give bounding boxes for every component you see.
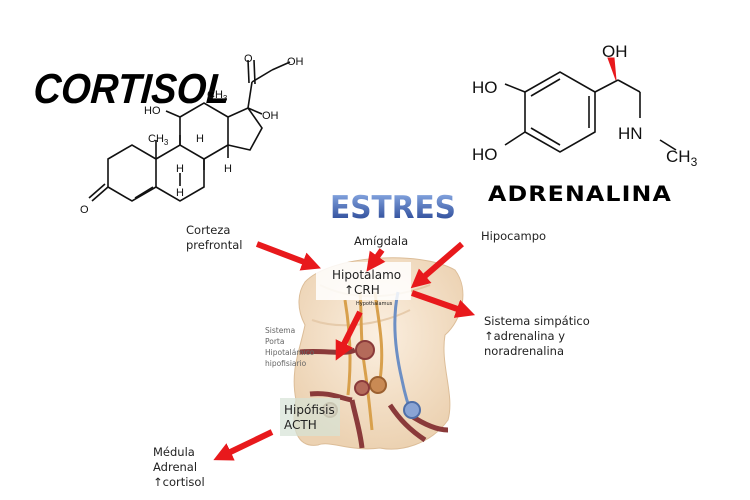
simpatico-label-1: Sistema simpático	[484, 314, 590, 328]
diagram-labels: Corteza prefrontal Amígdala Hipocampo Hi…	[153, 223, 590, 489]
arrow-simpatico	[411, 290, 476, 318]
portal-label-2: Porta	[265, 337, 284, 346]
estres-title: ESTRES	[330, 190, 456, 226]
arrows	[213, 241, 476, 461]
arrow-amigdala	[366, 248, 386, 272]
hipotalamo-box	[316, 262, 411, 300]
hipocampo-label: Hipocampo	[481, 229, 546, 243]
portal-label-1: Sistema	[265, 326, 295, 335]
cortisol-ch3-b: CH3	[207, 89, 228, 103]
adrenaline-oh: OH	[602, 42, 628, 61]
cortisol-atoms: O OH OH HO O CH3 CH3 H H H H	[80, 53, 304, 216]
hipotalamo-label-2: ↑CRH	[344, 283, 380, 297]
cortisol-o-top: O	[244, 53, 253, 65]
adrenaline-bonds	[504, 71, 677, 153]
medula-label-1: Médula	[153, 445, 195, 459]
arrow-corteza	[255, 241, 321, 271]
medula-label-2: Adrenal	[153, 460, 197, 474]
cortisol-oh-top: OH	[287, 56, 304, 68]
simpatico-label-3: noradrenalina	[484, 344, 564, 358]
adrenaline-structure: HO HO OH HN CH3 ADRENALINA	[472, 42, 698, 206]
cortisol-ho-left: HO	[144, 105, 161, 117]
simpatico-label-2: ↑adrenalina y	[484, 329, 565, 343]
hipofisis-label-1: Hipófisis	[284, 403, 335, 417]
portal-label-3: Hipotalámico	[265, 348, 315, 357]
portal-label-4: hipofisiario	[265, 359, 307, 368]
hipofisis-label-2: ACTH	[284, 418, 317, 432]
adrenaline-ho-bottom: HO	[472, 145, 498, 164]
cortisol-structure: CORTISOL	[32, 53, 303, 216]
adrenaline-ch3: CH3	[666, 147, 698, 169]
arrow-hipofisis	[335, 310, 363, 361]
cortisol-h3: H	[176, 187, 184, 199]
amigdala-label: Amígdala	[354, 234, 408, 248]
adrenaline-ho-top: HO	[472, 78, 498, 97]
cortisol-bonds	[88, 59, 291, 202]
corteza-label-1: Corteza	[186, 223, 230, 237]
adrenaline-atoms: HO HO OH HN CH3	[472, 42, 698, 169]
corteza-label-2: prefrontal	[186, 238, 242, 252]
cortisol-o-left: O	[80, 204, 89, 216]
hipotalamo-label-1: Hipotálamo	[332, 268, 401, 282]
cortisol-ch3-a: CH3	[148, 133, 169, 147]
arrow-hipocampo	[410, 241, 464, 289]
hypothalamus-small-label: Hypothalamus	[356, 301, 393, 307]
cortisol-h1: H	[196, 133, 204, 145]
adrenaline-nh: HN	[618, 124, 643, 143]
adrenaline-wedge-bond	[607, 57, 617, 81]
portal-system-labels: Sistema Porta Hipotalámico hipofisiario	[265, 326, 315, 368]
cortisol-h2: H	[176, 163, 184, 175]
medula-label-3: ↑cortisol	[153, 475, 205, 489]
cortisol-title: CORTISOL	[32, 65, 231, 112]
cortisol-h4: H	[224, 163, 232, 175]
adrenalina-title: ADRENALINA	[488, 182, 672, 206]
arrow-medula	[213, 429, 274, 461]
cortisol-oh-right: OH	[262, 110, 279, 122]
